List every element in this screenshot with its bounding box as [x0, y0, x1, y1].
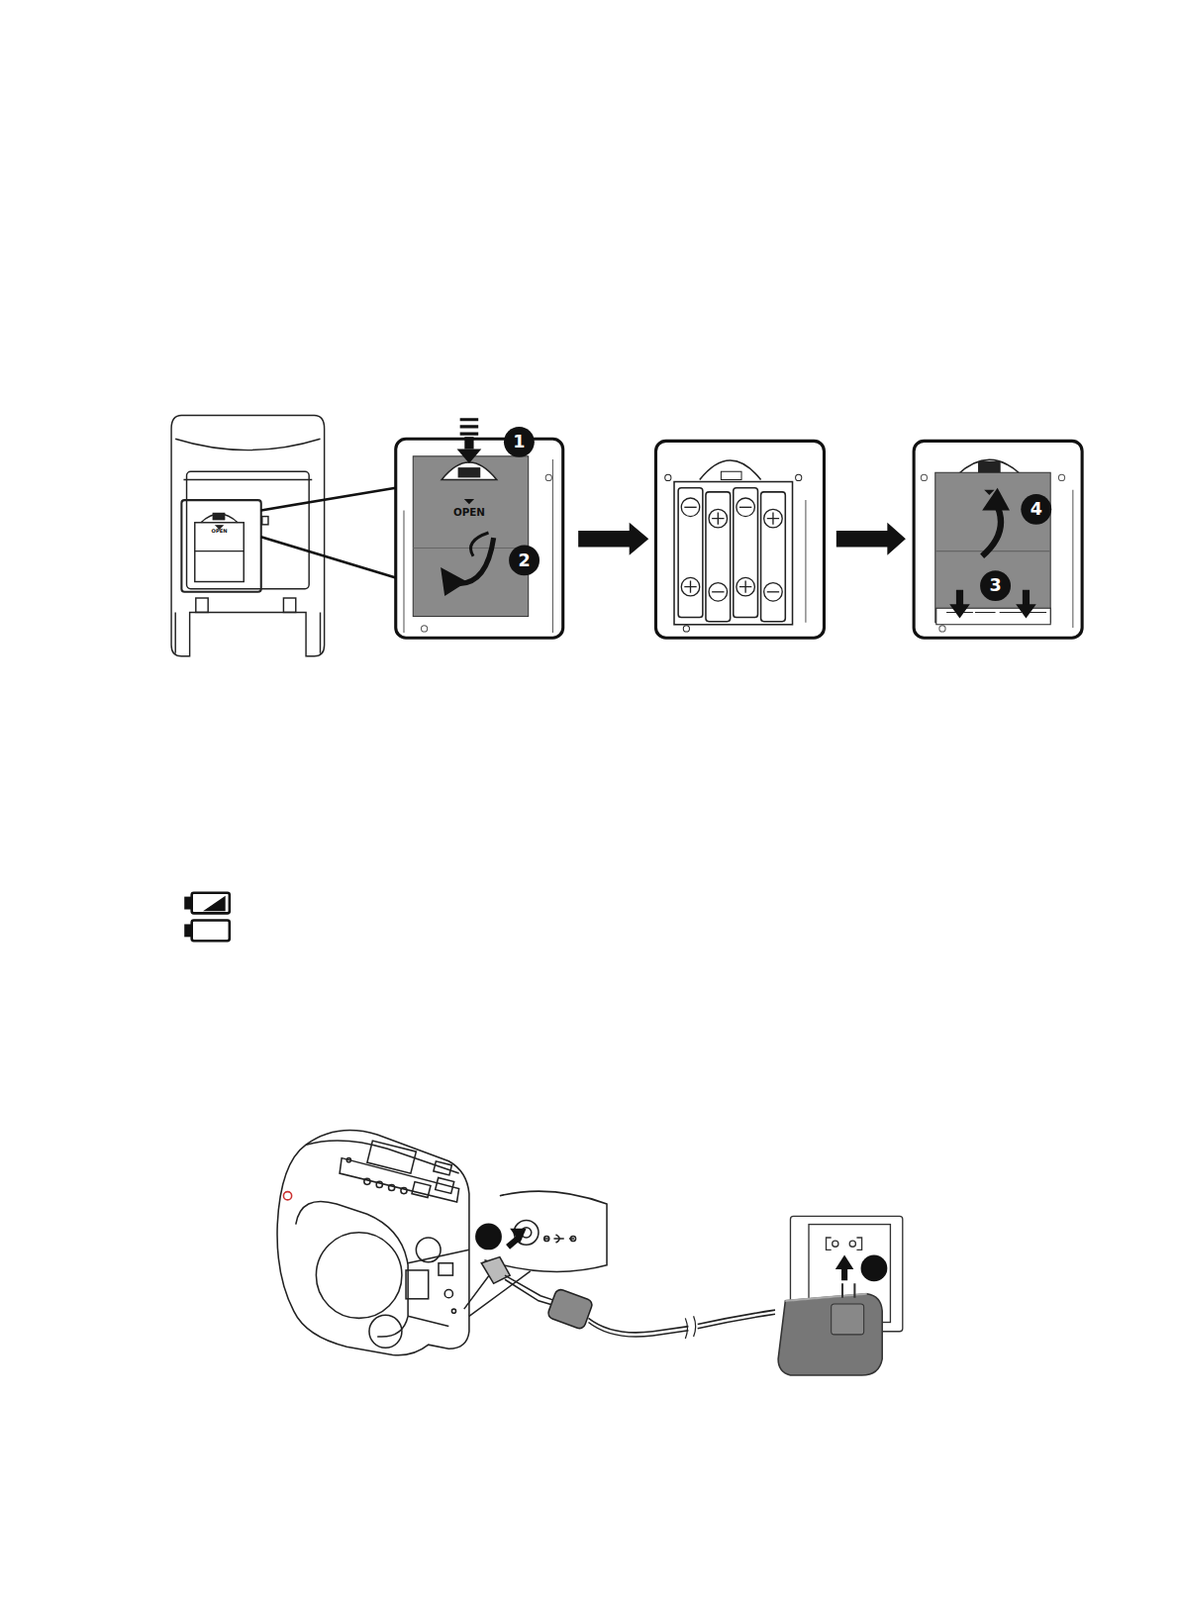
power-cable — [481, 1257, 776, 1339]
callout-number: 2 — [517, 552, 530, 571]
ac-adapter — [778, 1255, 887, 1376]
jack-inset — [464, 1190, 607, 1316]
step-panel-open — [395, 419, 564, 638]
panel-text: OPEN — [211, 528, 228, 534]
step-arrow — [836, 522, 906, 556]
callout-number: 1 — [512, 433, 525, 452]
callout-number: 3 — [988, 578, 1001, 596]
zoom-lines — [261, 488, 396, 579]
panel-text: OPEN — [453, 506, 486, 517]
battery-icon — [186, 892, 230, 914]
callout-number: 4 — [1030, 500, 1043, 519]
step-panel-batteries — [655, 440, 824, 638]
device-back-view — [171, 415, 325, 657]
step-panel-close — [913, 440, 1082, 638]
device-front-view — [277, 1130, 470, 1356]
battery-icon — [186, 920, 230, 942]
step-arrow — [578, 522, 649, 556]
